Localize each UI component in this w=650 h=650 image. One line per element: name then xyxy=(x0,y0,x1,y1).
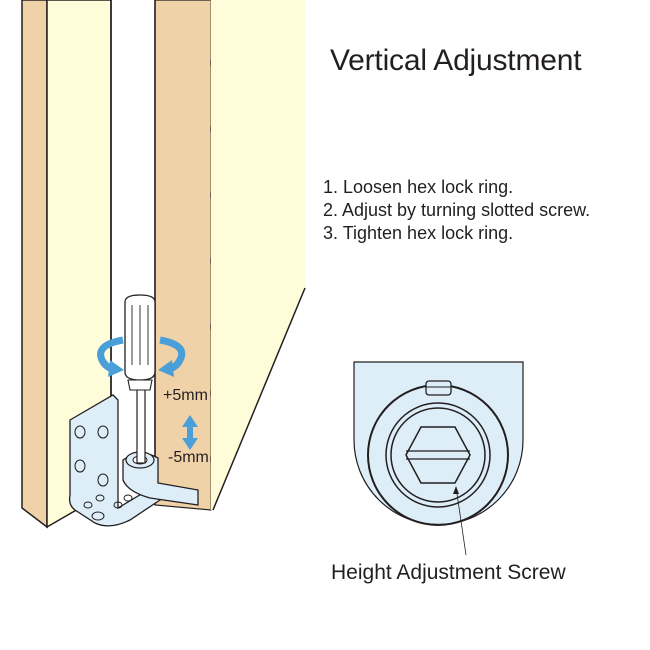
leader-line xyxy=(453,486,467,556)
instruction-step: 1. Loosen hex lock ring. xyxy=(323,177,514,197)
left-door-panel xyxy=(21,0,112,529)
rotate-arrow-head-left xyxy=(108,360,124,377)
double-arrow-vertical-icon xyxy=(182,415,198,450)
pivot-bracket xyxy=(68,394,199,527)
instruction-step: 3. Tighten hex lock ring. xyxy=(323,223,514,243)
detail-caption: Height Adjustment Screw xyxy=(331,561,566,584)
adjust-down-label: -5mm xyxy=(168,449,209,466)
diagram-title: Vertical Adjustment xyxy=(330,44,582,77)
instruction-step: 2. Adjust by turning slotted screw. xyxy=(323,200,591,220)
instruction-steps: 1. Loosen hex lock ring. 2. Adjust by tu… xyxy=(323,176,590,245)
rotate-arrow-head-right xyxy=(158,360,174,377)
screwdriver-icon xyxy=(124,294,156,464)
adjust-up-label: +5mm xyxy=(163,387,208,404)
hex-slotted-screw-icon xyxy=(405,426,471,484)
